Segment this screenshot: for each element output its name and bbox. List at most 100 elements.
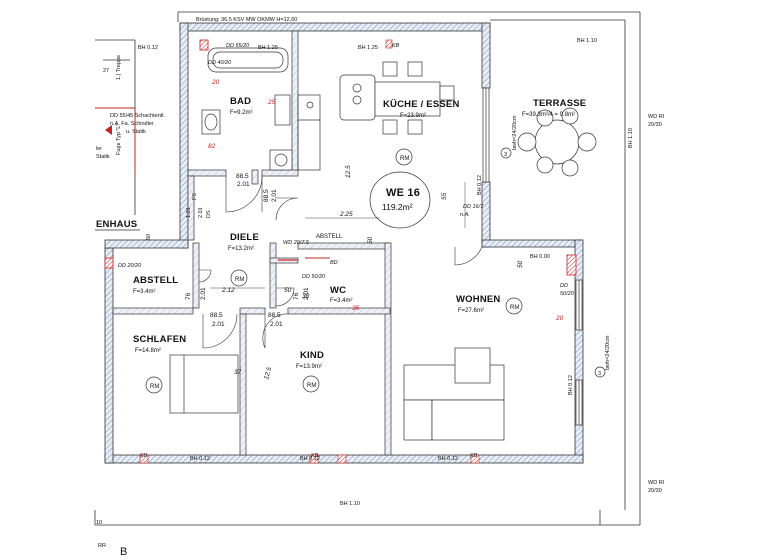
dim-schl-h: 2.01	[212, 321, 225, 328]
bh-bottom-3: BH 0.12	[438, 456, 458, 462]
kb-1: KB	[392, 43, 400, 49]
rm-wohnen: RM	[510, 305, 519, 311]
wd-abstell: WD 20/7.5	[283, 240, 310, 246]
dim-82: 82	[208, 143, 216, 150]
bh-wall-wohnen: BH 0.12	[568, 375, 574, 395]
dim-37: 37	[234, 369, 242, 376]
dim-55: 55	[441, 192, 448, 200]
ds-label: DS	[206, 210, 212, 218]
side-rr: RR	[98, 543, 106, 549]
bh-bottom-2: BH 0.12	[300, 456, 320, 462]
wd-right-1b: 20/30	[648, 122, 662, 128]
room-kind: KIND	[300, 350, 324, 361]
dim-20-b: 20	[555, 315, 564, 322]
dim-125: 12.5	[345, 165, 352, 178]
fs-label: FS	[192, 193, 198, 200]
dim-50-c: 50	[517, 260, 524, 268]
dim-abst-h2: 2.01	[200, 287, 207, 300]
bh-bottom-1: BH 0.12	[190, 456, 210, 462]
dim-225: 2.25	[339, 211, 353, 218]
bh-terrace-top: BH 1.10	[577, 38, 597, 44]
room-kind-area: F=13.9m²	[296, 364, 322, 370]
dd-wohnen-size: 50/20	[560, 291, 575, 297]
dim-50-a: 50	[367, 236, 374, 244]
bh-000: BH 0.00	[530, 254, 550, 260]
dim-212: 2.12	[221, 287, 235, 294]
kb-2: KB	[140, 453, 148, 459]
living-sofa	[403, 347, 505, 441]
bwh-wohnen: bwh=24/20cm	[605, 335, 611, 370]
bd-label: BD	[330, 260, 338, 266]
dd-schacht-3: u. Statik	[126, 129, 146, 135]
dim-schl-w: 88.5	[210, 312, 223, 319]
dimension-lines	[210, 182, 466, 289]
dd-top-1: DD 55/20	[226, 43, 250, 49]
frag-ler: ler	[96, 146, 102, 152]
room-kueche: KÜCHE / ESSEN	[383, 99, 460, 110]
dim-diele-v: 88.5	[263, 189, 270, 202]
dim-wc-v2: 2.01	[303, 287, 310, 300]
bwh-terrace: bwh=24/20cm	[512, 115, 518, 150]
side-b: B	[120, 546, 127, 558]
room-schlafen-area: F=14.8m²	[135, 348, 161, 354]
bathroom-fixtures	[201, 47, 321, 171]
unit-area: 119.2m²	[382, 202, 413, 212]
bh-bottom-outer: BH 1.10	[340, 501, 360, 507]
kitchen-furniture	[339, 61, 455, 135]
room-bad: BAD	[230, 96, 251, 107]
dim-kind-w: 88.5	[268, 312, 281, 319]
room-wohnen-area: F=27.6m²	[458, 308, 484, 314]
dd-schacht-1: DD 55/45 Schachtentl.	[110, 113, 166, 119]
rm-circles	[145, 147, 606, 394]
windows	[482, 87, 583, 426]
adjacent-building	[95, 39, 140, 231]
room-kueche-area: F=23.9m²	[400, 113, 426, 119]
bruestung-note: Brüstung: 36,5 KSV MW OKMW H=12,60	[196, 17, 297, 23]
dim-diele-v2: 2.01	[271, 189, 278, 202]
rm-kind: RM	[307, 383, 316, 389]
room-diele: DIELE	[230, 232, 259, 243]
bh-top-left: BH 0.12	[138, 45, 158, 51]
frag-statik: Statik	[96, 154, 110, 160]
dd-diele: DD 16/7	[463, 204, 484, 210]
dim-abst-h: 76	[185, 292, 192, 300]
dim-bad-w: 88.5	[236, 173, 249, 180]
rm-diele: RM	[235, 277, 244, 283]
dim-wc-v: 76	[293, 292, 300, 300]
room-abstell-area: F=3.4m²	[133, 289, 156, 295]
dim-kind-h: 2.01	[270, 321, 283, 328]
room-abstell: ABSTELL	[133, 275, 178, 286]
dim-20-a: 20	[211, 79, 220, 86]
dim-25: 25	[267, 99, 276, 106]
room-diele-area: F=13.2m²	[228, 246, 254, 252]
enhaus-label: ENHAUS	[96, 219, 137, 230]
dd-wohnen: DD	[560, 283, 568, 289]
wd-right-2b: 20/30	[648, 488, 662, 494]
room-wc-area: F=3.4m²	[330, 298, 353, 304]
unit-name: WE 16	[386, 187, 420, 199]
room-schlafen: SCHLAFEN	[133, 334, 186, 345]
treppe-label: 1.) Treppe	[116, 55, 122, 80]
dd-top-2: DD 40/20	[208, 60, 232, 66]
room-wc: WC	[330, 285, 346, 296]
door-swings	[198, 175, 483, 349]
circle-3-a: 3	[504, 152, 507, 158]
side-10: 10	[96, 520, 102, 526]
dim-125b: 12.5	[263, 366, 273, 380]
bh-terrace-right: BH 1.10	[628, 128, 634, 148]
wd-right-1: WD RI	[648, 114, 665, 120]
terrace-furniture	[517, 107, 597, 177]
dd-schacht-2: n.A. Fa. Schindler	[110, 121, 154, 127]
dim-35: 35	[352, 305, 360, 312]
dim-30: 30	[302, 293, 310, 300]
rm-schlafen: RM	[150, 384, 159, 390]
room-wohnen: WOHNEN	[456, 294, 500, 305]
dim-50-left: 50	[146, 234, 152, 240]
bh-top-kueche: BH 1.25	[358, 45, 378, 51]
rm-kueche: RM	[400, 156, 409, 162]
room-terrasse: TERRASSE	[533, 98, 586, 109]
plan-labels: Brüstung: 36,5 KSV MW OKMW H=12,60 BAD F…	[96, 17, 665, 558]
dim-50-b: 50	[284, 287, 292, 294]
outer-frame	[94, 11, 641, 526]
